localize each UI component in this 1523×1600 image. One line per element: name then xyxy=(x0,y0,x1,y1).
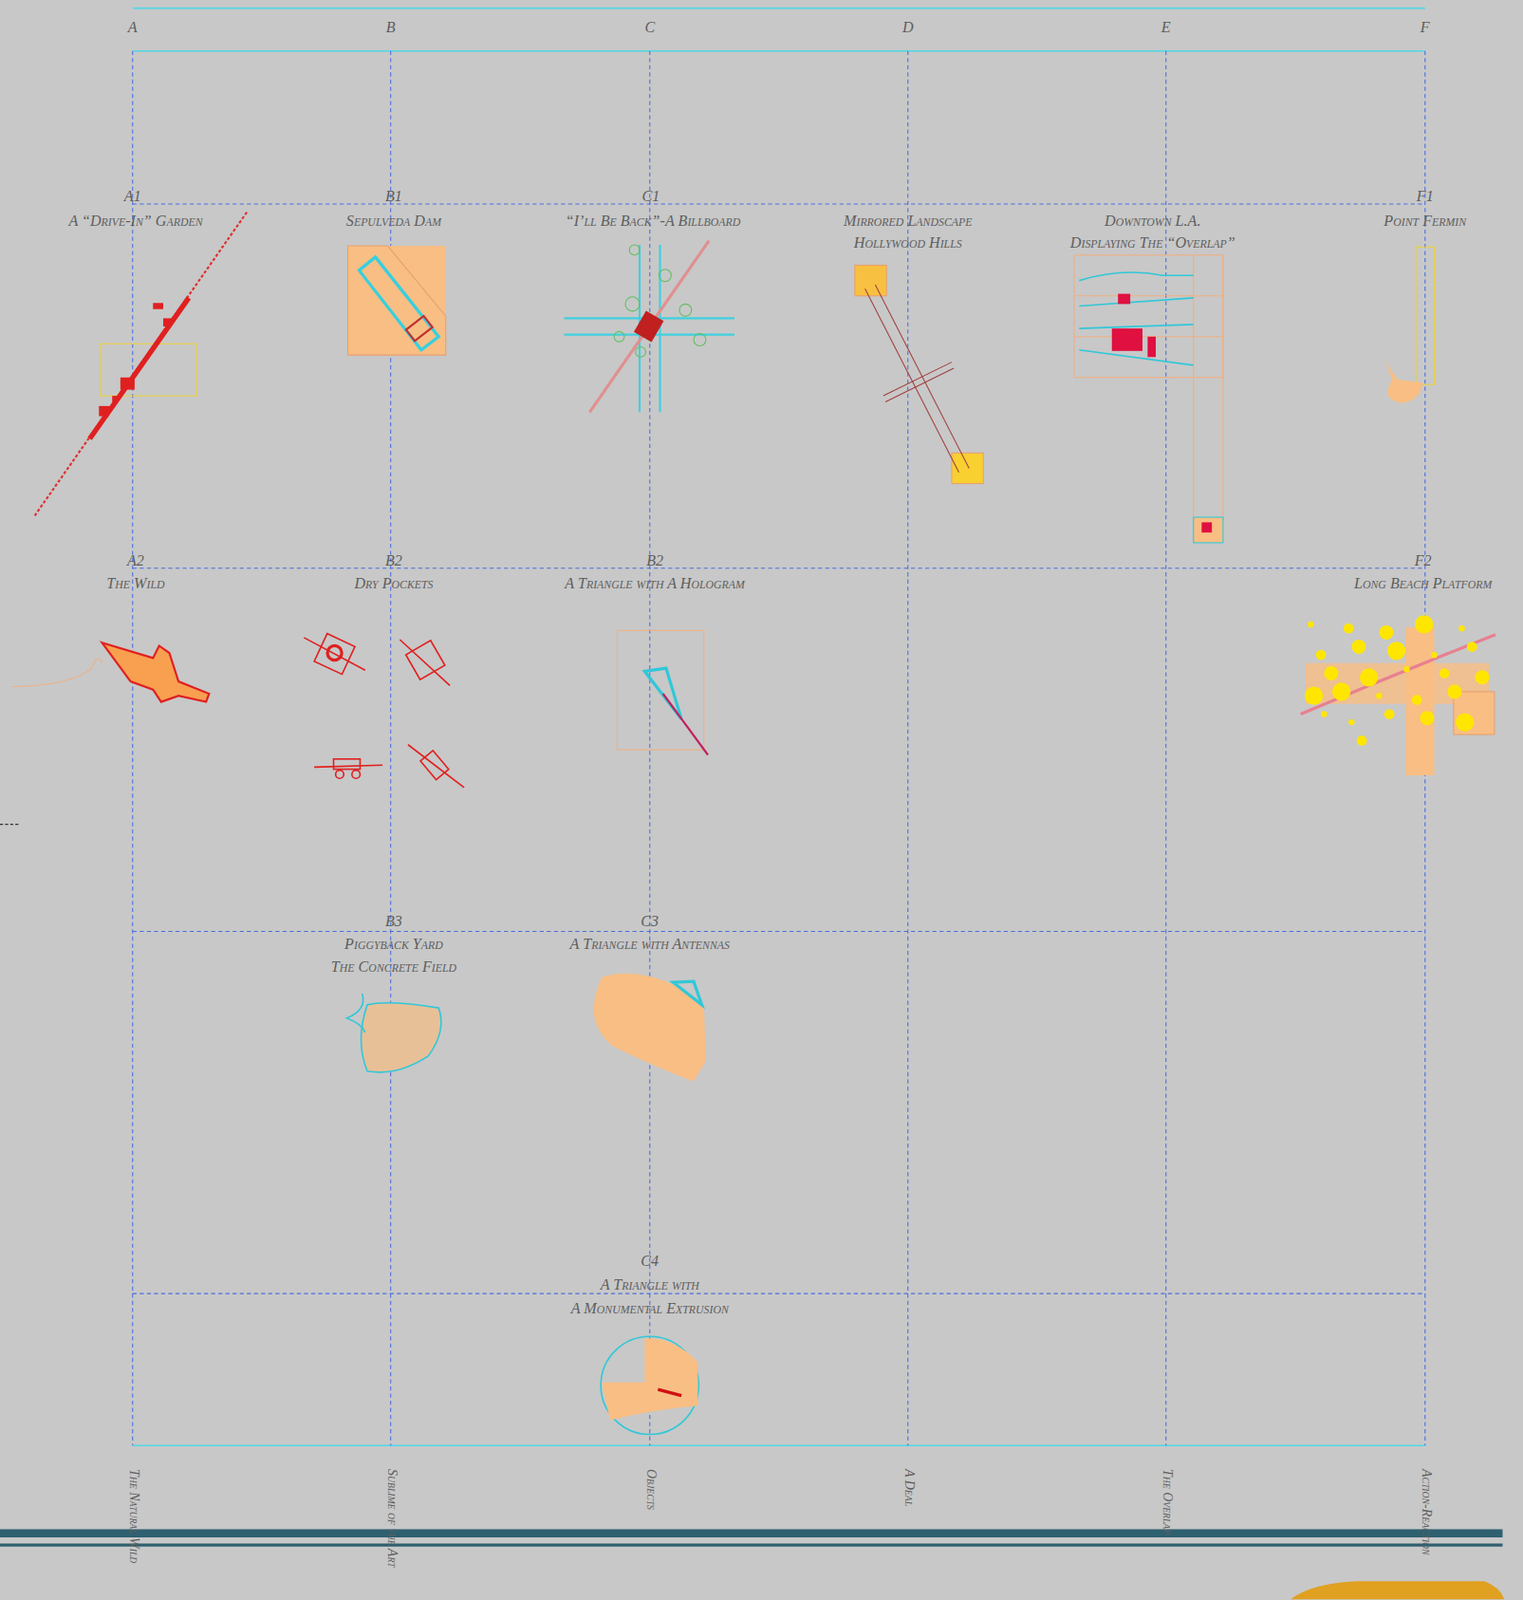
column-theme: A Deal xyxy=(902,1468,916,1506)
cell-label: B2 xyxy=(385,553,403,569)
column-theme: The Overlap xyxy=(1160,1468,1174,1535)
column-theme: Sublime of the Art xyxy=(385,1468,399,1568)
cell-label: The Concrete Field xyxy=(331,960,457,976)
cell-label: A “Drive-In” Garden xyxy=(68,213,203,229)
cell-label: Hollywood Hills xyxy=(854,235,963,251)
column-letter: B xyxy=(386,20,396,37)
cell-label: A Triangle with xyxy=(600,1277,700,1293)
column-letter: D xyxy=(902,20,914,37)
cell-label: Mirrored Landscape xyxy=(843,213,972,229)
cell-label: C3 xyxy=(640,913,659,929)
column-theme: The Natural Wild xyxy=(127,1468,141,1563)
cell-label: “I’ll Be Back”-A Billboard xyxy=(565,213,741,229)
cell-label: The Wild xyxy=(106,575,165,592)
cell-label: Piggyback Yard xyxy=(344,936,444,952)
column-theme: Action-Reaction xyxy=(1419,1468,1433,1556)
cell-label: Long Beach Platform xyxy=(1354,575,1492,592)
cell-label: B2 xyxy=(646,553,664,569)
cell-label: B1 xyxy=(385,188,403,205)
cell-label: F2 xyxy=(1414,553,1432,569)
cell-label: A1 xyxy=(124,188,142,205)
cell-label: A2 xyxy=(127,553,145,569)
column-letter: C xyxy=(644,20,655,37)
cell-label: A Triangle with A Hologram xyxy=(564,575,745,592)
cell-label: C1 xyxy=(641,188,660,205)
column-letter: E xyxy=(1161,20,1171,37)
column-theme: Objects xyxy=(644,1468,658,1510)
cell-label: Displaying The “Overlap” xyxy=(1070,235,1236,251)
cell-label: Sepulveda Dam xyxy=(346,213,442,229)
cell-label: Downtown L.A. xyxy=(1104,213,1201,229)
cell-label: F1 xyxy=(1416,188,1434,205)
cell-label: B3 xyxy=(385,913,403,929)
cell-label: A Triangle with Antennas xyxy=(570,936,730,952)
column-letter: A xyxy=(128,20,138,37)
cell-label: Dry Pockets xyxy=(353,575,433,592)
column-letter: F xyxy=(1420,20,1431,37)
cell-label: Point Fermin xyxy=(1383,213,1467,229)
cell-label: C4 xyxy=(640,1253,659,1269)
cell-label: A Monumental Extrusion xyxy=(571,1300,729,1317)
